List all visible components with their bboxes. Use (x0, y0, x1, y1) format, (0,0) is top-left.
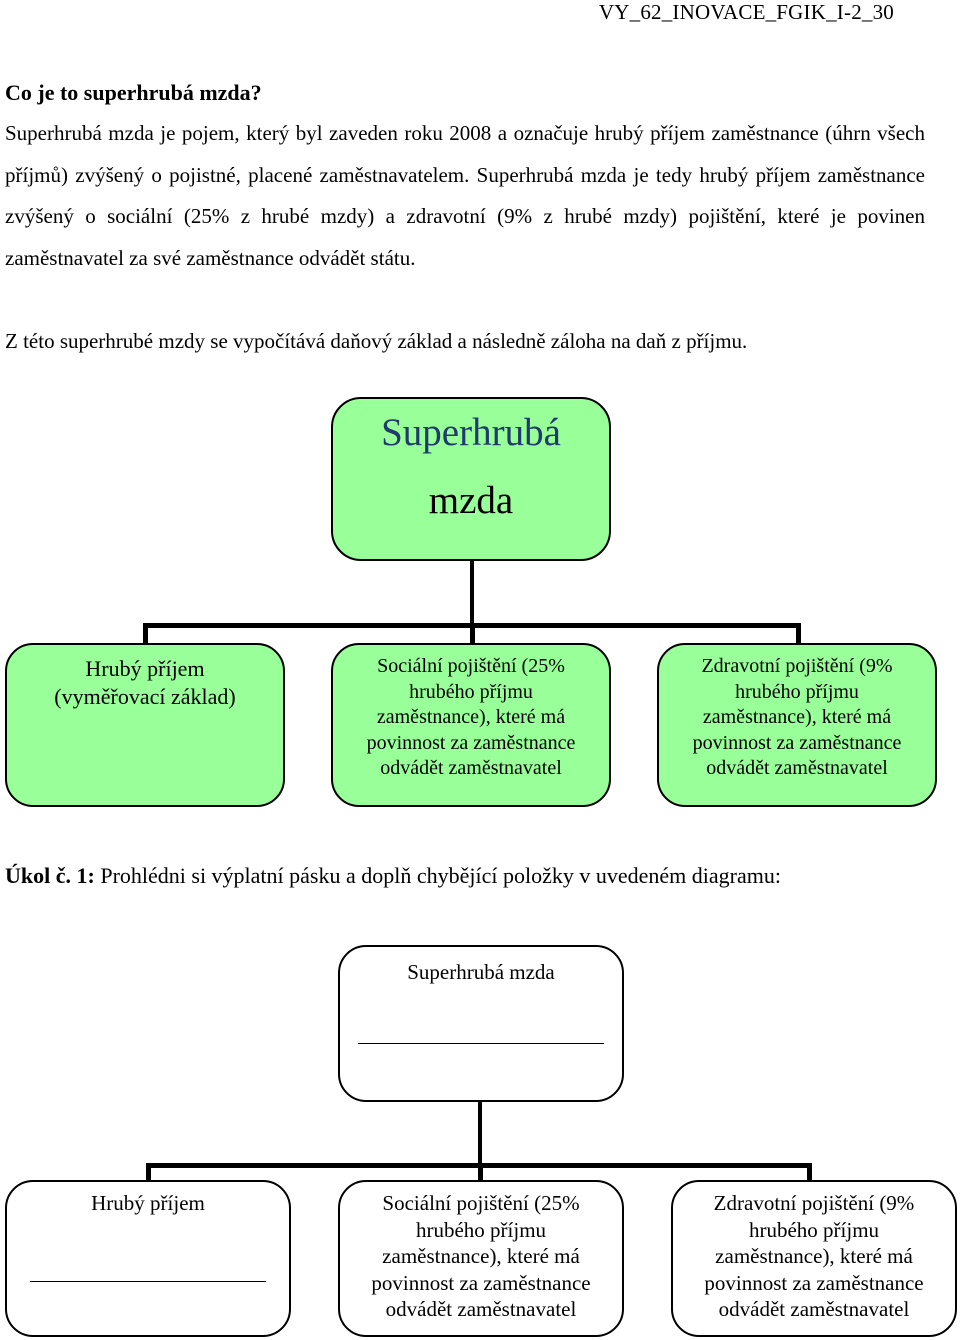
ws-node-gross-income: Hrubý příjem (5, 1180, 291, 1337)
ws-health-line: hrubého příjmu (748, 1217, 880, 1242)
task-label: Úkol č. 1: (5, 863, 95, 888)
task-instruction: Úkol č. 1: Prohlédni si výplatní pásku a… (5, 863, 781, 889)
social-line: Sociální pojištění (25% (377, 655, 565, 677)
ws-gross-income-blank[interactable] (30, 1280, 266, 1282)
connector-mid (470, 623, 475, 645)
ws-node-health-insurance: Zdravotní pojištění (9% hrubého příjmu z… (671, 1180, 957, 1337)
connector-left (143, 623, 148, 645)
section-heading: Co je to superhrubá mzda? (5, 80, 262, 105)
node-health-insurance: Zdravotní pojištění (9% hrubého příjmu z… (657, 643, 937, 807)
node-gross-income: Hrubý příjem (vyměřovací základ) (5, 643, 285, 807)
ws-health-line: povinnost za zaměstnance (704, 1270, 924, 1295)
ws-root-node: Superhrubá mzda (338, 945, 624, 1102)
intro-paragraph: Superhrubá mzda je pojem, který byl zave… (5, 121, 925, 270)
ws-connector-left (146, 1163, 151, 1183)
root-node: Superhrubá mzda (331, 397, 611, 561)
node-gross-income-line2: (vyměřovací základ) (54, 684, 236, 709)
social-line: odvádět zaměstnavatel (380, 757, 562, 779)
social-line: povinnost za zaměstnance (366, 731, 576, 754)
ws-social-line: zaměstnance), které má (382, 1244, 580, 1268)
health-line: hrubého příjmu (735, 680, 859, 703)
ws-root-label: Superhrubá mzda (407, 960, 555, 984)
ws-gross-income-label: Hrubý příjem (91, 1191, 205, 1215)
node-social-insurance: Sociální pojištění (25% hrubého příjmu z… (331, 643, 611, 807)
root-node-line1: Superhrubá (381, 411, 561, 454)
ws-social-line: hrubého příjmu (415, 1217, 547, 1242)
ws-connector-stem (478, 1102, 482, 1168)
ws-root-blank[interactable] (358, 1043, 604, 1044)
task-text: Prohlédni si výplatní pásku a doplň chyb… (100, 863, 781, 888)
ws-health-line: Zdravotní pojištění (9% (713, 1191, 915, 1215)
ws-social-line: Sociální pojištění (25% (382, 1191, 580, 1215)
ws-health-line: odvádět zaměstnavatel (718, 1297, 910, 1321)
ws-social-line: odvádět zaměstnavatel (385, 1297, 577, 1321)
node-gross-income-line1: Hrubý příjem (85, 656, 205, 681)
ws-node-social-insurance: Sociální pojištění (25% hrubého příjmu z… (338, 1180, 624, 1337)
social-line: zaměstnance), které má (376, 706, 566, 728)
ws-health-line: zaměstnance), které má (715, 1244, 913, 1268)
connector-stem (470, 561, 474, 627)
ws-social-line: povinnost za zaměstnance (371, 1270, 591, 1295)
social-line: hrubého příjmu (409, 680, 533, 703)
tax-paragraph: Z této superhrubé mzdy se vypočítává daň… (5, 329, 748, 353)
health-line: odvádět zaměstnavatel (706, 757, 888, 779)
health-line: Zdravotní pojištění (9% (701, 655, 893, 677)
ws-connector-right (807, 1163, 812, 1183)
document-code: VY_62_INOVACE_FGIK_I-2_30 (598, 0, 894, 24)
connector-right (796, 623, 801, 645)
health-line: povinnost za zaměstnance (692, 731, 902, 754)
ws-connector-mid (478, 1163, 483, 1183)
root-node-line2: mzda (428, 479, 514, 522)
health-line: zaměstnance), které má (702, 706, 892, 728)
